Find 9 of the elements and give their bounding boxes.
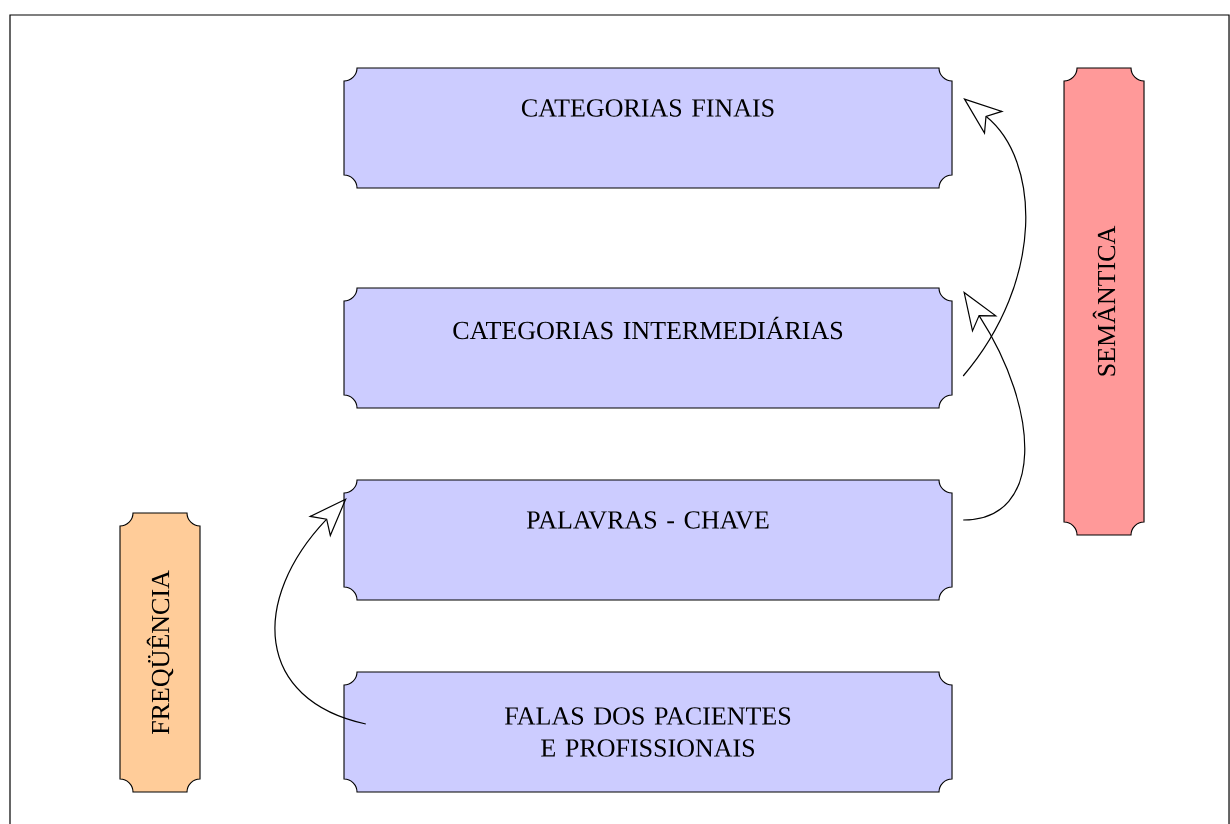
curved-arrow [962,98,1027,377]
plaque-box: CATEGORIAS FINAIS [343,67,953,189]
curved-arrow [962,291,1026,521]
vertical-plaque-box: SEMÂNTICA [1063,67,1145,536]
plaque-box: CATEGORIAS INTERMEDIÁRIAS [343,287,953,409]
curved-arrow [274,498,367,725]
plaque-box: FALAS DOS PACIENTES E PROFISSIONAIS [343,671,953,793]
plaque-box: PALAVRAS - CHAVE [343,479,953,601]
vertical-plaque-box: FREQÜÊNCIA [119,512,201,793]
